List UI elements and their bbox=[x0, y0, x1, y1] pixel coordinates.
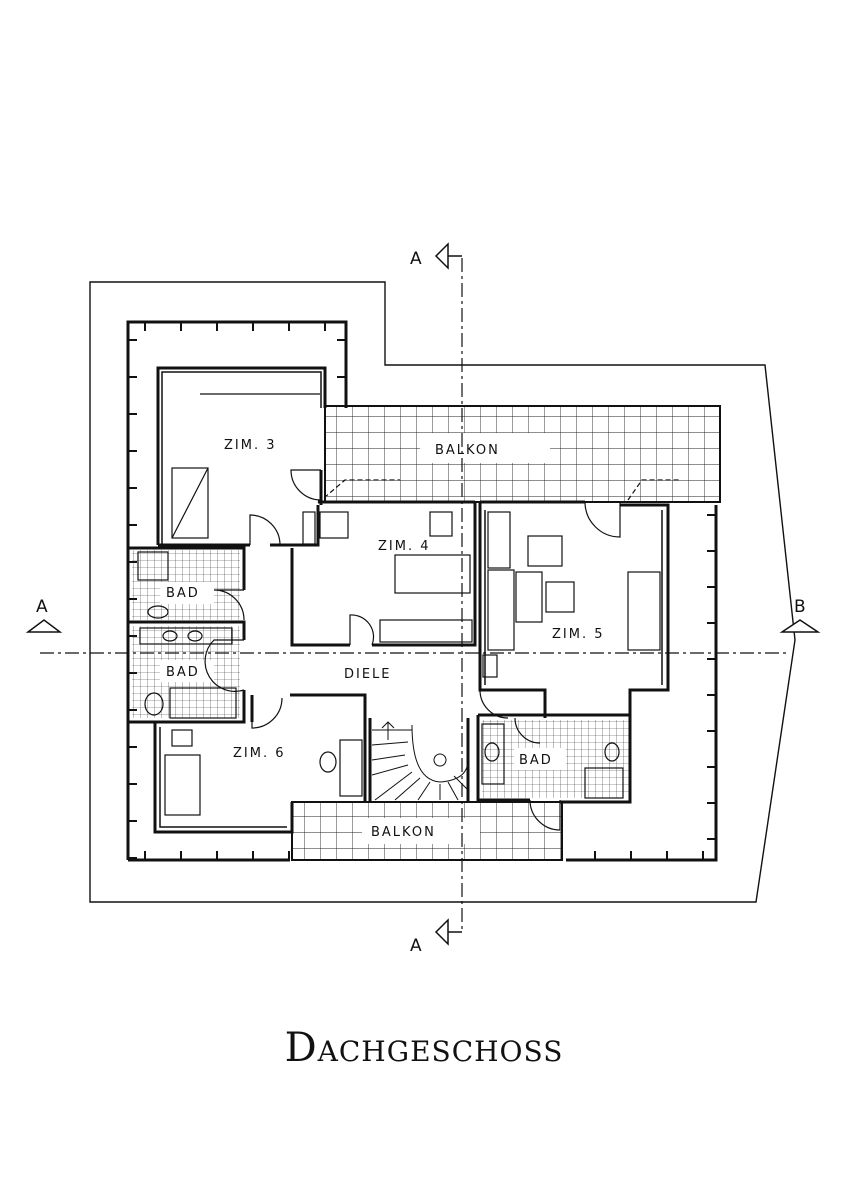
room-label-zim6: ZIM. 6 bbox=[233, 746, 286, 761]
section-mark-a-top: A bbox=[410, 249, 422, 269]
roof-outline bbox=[89, 281, 796, 903]
section-mark-a-left: A bbox=[36, 597, 48, 617]
interior-walls bbox=[128, 366, 670, 834]
room-label-zim3: ZIM. 3 bbox=[224, 438, 277, 453]
section-arrows bbox=[25, 242, 821, 946]
section-mark-b-right: B bbox=[794, 597, 806, 617]
room-label-bad-1: BAD bbox=[166, 586, 200, 601]
room-label-diele: DIELE bbox=[344, 667, 392, 682]
room-label-bad-2: BAD bbox=[166, 665, 200, 680]
staircase bbox=[371, 721, 469, 801]
room-label-balkon-bottom: BALKON bbox=[371, 825, 436, 840]
section-lines bbox=[40, 258, 790, 930]
room-label-balkon-top: BALKON bbox=[435, 443, 500, 458]
furniture bbox=[137, 393, 661, 816]
floor-plan: ZIM. 3 ZIM. 4 ZIM. 5 ZIM. 6 DIELE BAD BA… bbox=[25, 242, 821, 956]
section-mark-a-bottom: A bbox=[410, 936, 422, 956]
page-title: Dachgeschoss bbox=[284, 1025, 564, 1071]
room-label-bad-3: BAD bbox=[519, 753, 553, 768]
room-label-zim5: ZIM. 5 bbox=[552, 627, 605, 642]
doors bbox=[204, 469, 680, 831]
room-label-zim4: ZIM. 4 bbox=[378, 539, 431, 554]
